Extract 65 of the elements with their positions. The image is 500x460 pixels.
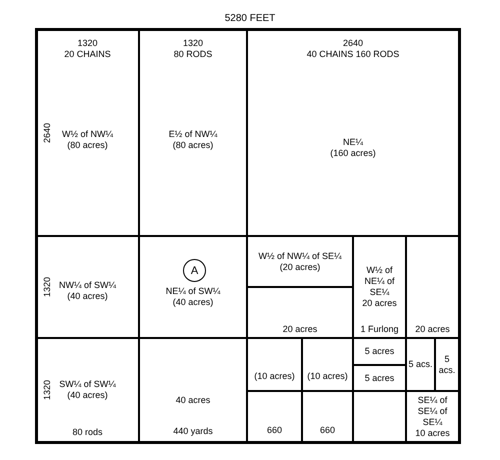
- dimension-label: 40 CHAINS 160 RODS: [306, 48, 400, 60]
- parcel-name: NE¼ of SW¼: [166, 286, 220, 297]
- land-parcel: [353, 338, 406, 365]
- dimension-label: 1 Furlong: [360, 324, 399, 335]
- land-parcel: [353, 365, 406, 391]
- land-parcel: [247, 236, 353, 287]
- dimension-label: 2640: [342, 38, 364, 49]
- land-parcel: [302, 391, 353, 442]
- acreage-label: 20 acres: [362, 298, 397, 309]
- acreage-label: (80 acres): [172, 140, 214, 151]
- land-parcel: [406, 236, 459, 338]
- acreage-label: 5 acres: [364, 346, 394, 357]
- acreage-label: 5 acs.: [438, 354, 456, 376]
- dimension-label: 80 RODS: [174, 48, 212, 60]
- land-parcel: [406, 338, 435, 391]
- dimension-label: 1320: [42, 380, 52, 400]
- parcel-name: W½ of NE¼ of SE¼: [363, 265, 396, 298]
- acreage-label: (40 acres): [172, 297, 214, 308]
- land-parcel: [36, 29, 139, 236]
- parcel-name: SW¼ of SW¼: [59, 379, 116, 390]
- acreage-label: (20 acres): [280, 262, 320, 272]
- land-parcel: [247, 391, 302, 442]
- acreage-label: 5 acres: [364, 372, 394, 384]
- land-parcel: [247, 287, 353, 338]
- acreage-label: 40 acres: [176, 394, 210, 406]
- land-parcel: [435, 338, 459, 391]
- parcel-name: W½ of NW¼ of SE¼: [258, 250, 342, 262]
- dimension-label: 80 rods: [72, 427, 103, 438]
- parcel-name: NE¼: [342, 136, 363, 148]
- acreage-label: (80 acres): [67, 140, 108, 151]
- dimension-label: 660: [266, 425, 282, 436]
- acreage-label: 20 acres: [415, 324, 450, 335]
- acreage-label: (40 acres): [67, 390, 108, 401]
- land-parcel: [302, 338, 353, 391]
- acreage-label: (160 acres): [330, 148, 376, 158]
- land-parcel: [139, 29, 247, 236]
- land-parcel: [406, 391, 459, 442]
- acreage-label: (10 acres): [254, 370, 295, 382]
- parcel-name: NW¼ of SW¼: [58, 280, 116, 291]
- acreage-label: (40 acres): [67, 291, 108, 302]
- land-parcel: [139, 338, 247, 442]
- parcel-name: W½ of NW¼: [62, 129, 113, 140]
- dimension-label: 2640: [42, 122, 52, 143]
- land-parcel: [36, 338, 139, 442]
- land-parcel: [36, 236, 139, 338]
- dimension-label: 440 yards: [173, 426, 213, 437]
- acreage-label: 5 acs.: [408, 359, 432, 370]
- marker-letter: A: [190, 264, 198, 276]
- land-parcel: [139, 236, 247, 338]
- land-parcel: [247, 338, 302, 391]
- land-parcel: [353, 391, 406, 442]
- land-parcel: [247, 29, 459, 236]
- dimension-label: 1320: [77, 38, 98, 49]
- dimension-label: 5280 FEET: [224, 13, 276, 25]
- acreage-label: 20 acres: [282, 324, 318, 335]
- acreage-label: (10 acres): [307, 370, 348, 382]
- circle-marker: [183, 259, 206, 282]
- dimension-label: 660: [320, 425, 336, 436]
- acreage-label: 10 acres: [415, 428, 450, 438]
- parcel-name: SE¼ of SE¼ of SE¼: [416, 394, 448, 428]
- dimension-label: 20 CHAINS: [64, 48, 111, 60]
- dimension-label: 1320: [182, 38, 204, 49]
- dimension-label: 1320: [42, 276, 52, 298]
- land-parcel: [353, 236, 406, 338]
- parcel-name: E½ of NW¼: [168, 129, 218, 140]
